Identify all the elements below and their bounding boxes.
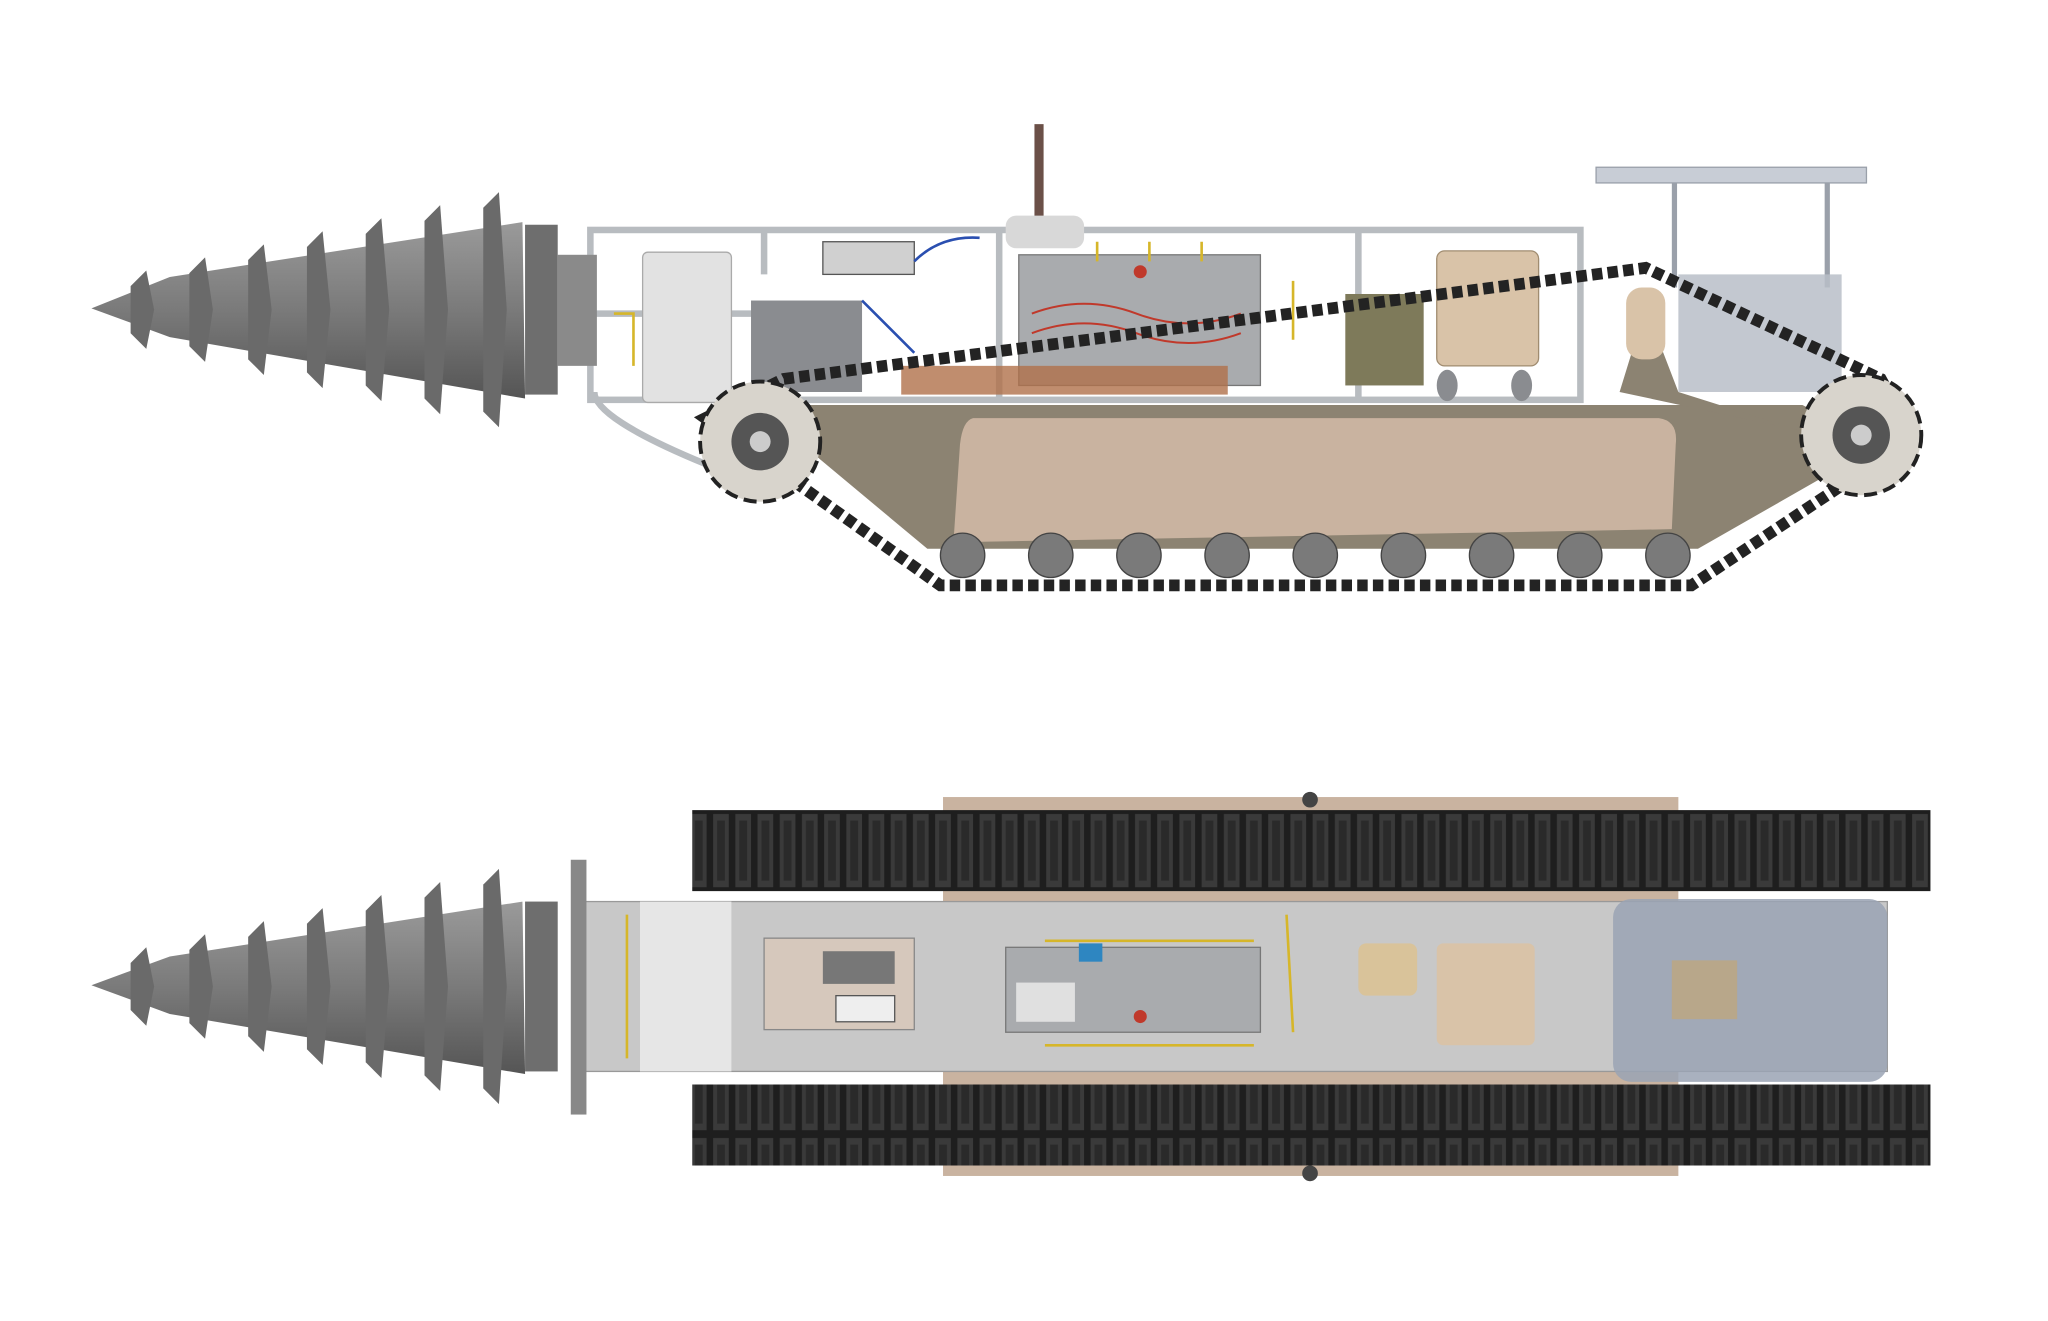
exhaust-pipe (1034, 124, 1044, 223)
seat (1671, 960, 1738, 1020)
heatsink (835, 994, 896, 1023)
drill-flight (365, 895, 390, 1078)
hull-beige-panel (953, 418, 1677, 543)
side-view (91, 124, 1924, 592)
drill-flight (189, 934, 213, 1039)
side-bracket (570, 859, 587, 1115)
hydraulic-top (1358, 943, 1418, 996)
wiring-blue (861, 236, 980, 354)
drill-flight (483, 868, 507, 1105)
front-sprocket (698, 379, 823, 504)
hydraulic-unit (1345, 293, 1424, 386)
drill-flight (483, 192, 507, 428)
drill-flight (424, 881, 448, 1092)
road-wheel (1645, 532, 1691, 579)
cabinet (822, 951, 895, 984)
road-wheel (939, 532, 986, 579)
drill-shaft (557, 254, 597, 366)
drill-flight (424, 205, 448, 415)
drill-flange (525, 224, 558, 395)
wiring-yellow (613, 241, 1295, 366)
drill-flight (365, 218, 390, 402)
generator-top (640, 901, 732, 1072)
track-right (692, 1084, 1931, 1166)
road-wheel (1380, 532, 1427, 579)
drill-head (91, 192, 597, 428)
rear-sprocket (1799, 373, 1924, 498)
engine (901, 215, 1262, 395)
drill-head-top (91, 868, 558, 1105)
rear-arm (1619, 307, 1803, 432)
road-wheels (939, 532, 1691, 579)
accumulator (1511, 369, 1533, 402)
fuel-tank (1436, 250, 1540, 367)
wiring-yellow-top (625, 914, 1295, 1059)
drill-flight (130, 270, 155, 349)
control-box (822, 241, 915, 276)
drill-flight (306, 908, 331, 1065)
cab-top (1613, 898, 1888, 1082)
road-wheel (1556, 532, 1603, 579)
road-wheel (1116, 532, 1162, 579)
top-view (91, 791, 1931, 1182)
drill-flight (248, 244, 272, 376)
drill-flange (525, 901, 558, 1072)
turbo (1016, 982, 1075, 1022)
pivot-mount (1626, 287, 1666, 360)
engine-cap (1133, 1010, 1147, 1024)
track-left (692, 810, 1931, 892)
road-wheel (1292, 532, 1339, 579)
road-wheel (1027, 532, 1074, 579)
drill-flight (306, 231, 331, 389)
tank-top (1436, 943, 1535, 1046)
drill-flight (189, 257, 213, 362)
drill-flight (130, 947, 155, 1026)
accumulator (1436, 369, 1458, 402)
blue-filter (1078, 943, 1103, 962)
drill-flight (248, 921, 272, 1052)
mount (1302, 791, 1318, 808)
road-wheel (1204, 532, 1250, 579)
mount (1302, 1165, 1318, 1182)
generator (641, 251, 733, 404)
road-wheel (1468, 532, 1515, 579)
